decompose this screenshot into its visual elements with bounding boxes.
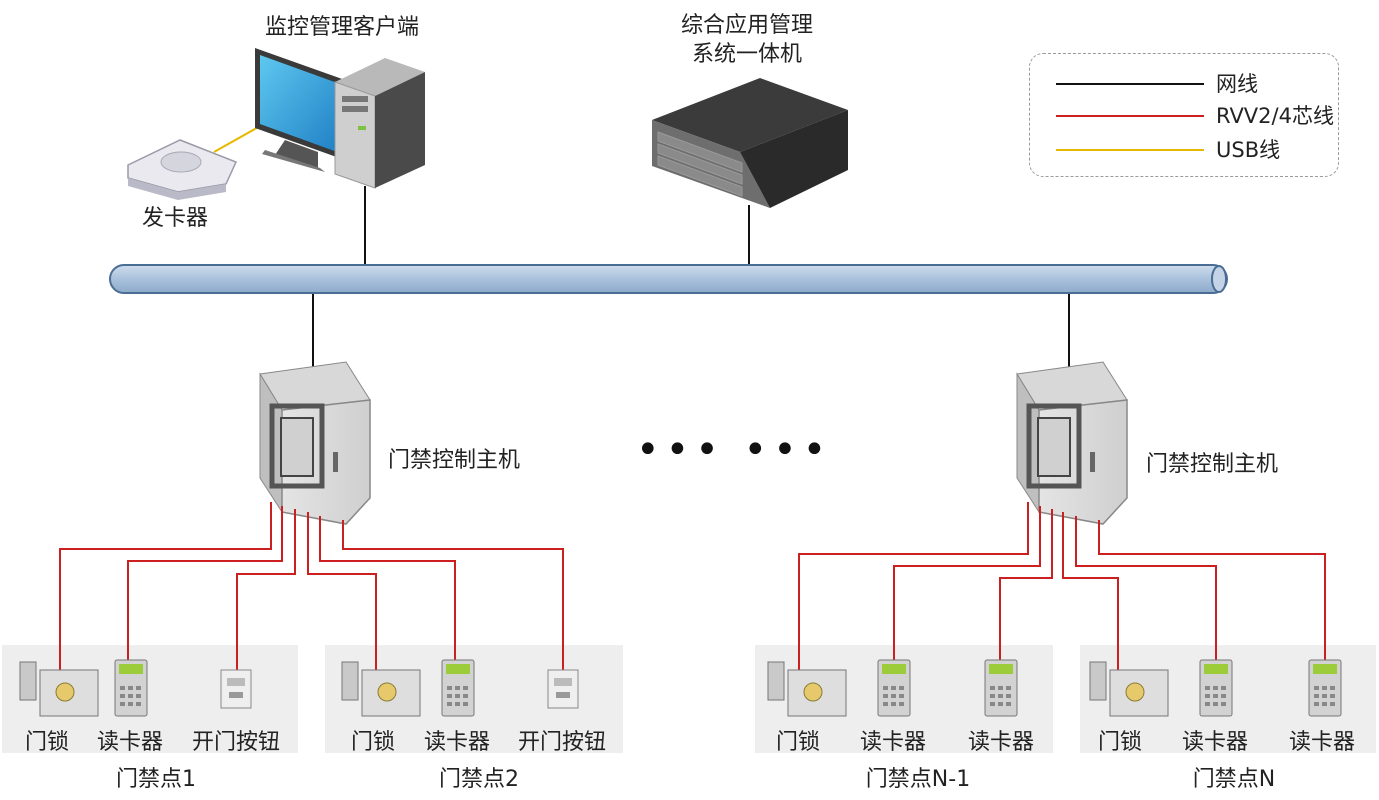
point-name-2: 门禁点2 bbox=[439, 767, 519, 792]
exit-button-icons bbox=[220, 669, 579, 709]
legend-item-network: 网线 bbox=[1056, 69, 1326, 99]
device-label-pn1-reader: 读卡器 bbox=[859, 730, 927, 755]
pc-monitor bbox=[255, 48, 345, 172]
device-label-p2-button: 开门按钮 bbox=[517, 730, 607, 755]
device-label-pn1-lock: 门锁 bbox=[775, 730, 821, 755]
card-issuer-label: 发卡器 bbox=[141, 206, 209, 231]
pc-tower bbox=[334, 58, 425, 189]
server-label-line2: 系统一体机 bbox=[691, 42, 803, 67]
usb-cable bbox=[213, 124, 263, 153]
controller-cabinet-right bbox=[1016, 361, 1128, 525]
controller-cabinet-left bbox=[259, 361, 371, 525]
point-name-n-1: 门禁点N-1 bbox=[865, 767, 971, 792]
controller-label-left: 门禁控制主机 bbox=[388, 448, 521, 473]
network-cables bbox=[312, 186, 1070, 374]
server-label-line1: 综合应用管理 bbox=[680, 13, 814, 38]
legend-line-usb bbox=[1056, 149, 1204, 151]
legend-line-rvv bbox=[1056, 115, 1204, 117]
point-name-1: 门禁点1 bbox=[116, 767, 196, 792]
legend-line-network bbox=[1056, 83, 1204, 85]
device-label-p1-reader: 读卡器 bbox=[96, 730, 164, 755]
legend-label-rvv: RVV2/4芯线 bbox=[1216, 104, 1334, 128]
card-reader-icons bbox=[114, 659, 1342, 717]
device-label-p2-lock: 门锁 bbox=[350, 730, 396, 755]
point-name-n: 门禁点N bbox=[1192, 767, 1276, 792]
device-label-p1-button: 开门按钮 bbox=[191, 730, 281, 755]
rvv-cables-right bbox=[798, 502, 1326, 678]
device-label-pn1-reader2: 读卡器 bbox=[967, 730, 1035, 755]
legend-item-usb: USB线 bbox=[1056, 135, 1326, 165]
rvv-cables-left bbox=[59, 502, 564, 678]
client-label: 监控管理客户端 bbox=[264, 15, 420, 40]
legend-label-network: 网线 bbox=[1216, 72, 1258, 96]
legend-box: 网线 RVV2/4芯线 USB线 bbox=[1029, 53, 1339, 177]
device-label-p1-lock: 门锁 bbox=[24, 730, 70, 755]
controller-label-right: 门禁控制主机 bbox=[1146, 452, 1279, 477]
server-appliance bbox=[652, 78, 848, 208]
ethernet-bus bbox=[109, 264, 1228, 294]
legend-item-rvv: RVV2/4芯线 bbox=[1056, 101, 1334, 131]
door-lock-icons bbox=[19, 661, 1169, 717]
ellipsis-more-points: ••• ••• bbox=[636, 427, 833, 473]
card-issuer-device bbox=[127, 139, 238, 200]
device-label-pn-reader: 读卡器 bbox=[1181, 730, 1249, 755]
device-label-p2-reader: 读卡器 bbox=[423, 730, 491, 755]
device-label-pn-reader2: 读卡器 bbox=[1288, 730, 1356, 755]
legend-label-usb: USB线 bbox=[1216, 138, 1281, 162]
device-label-pn-lock: 门锁 bbox=[1097, 730, 1143, 755]
